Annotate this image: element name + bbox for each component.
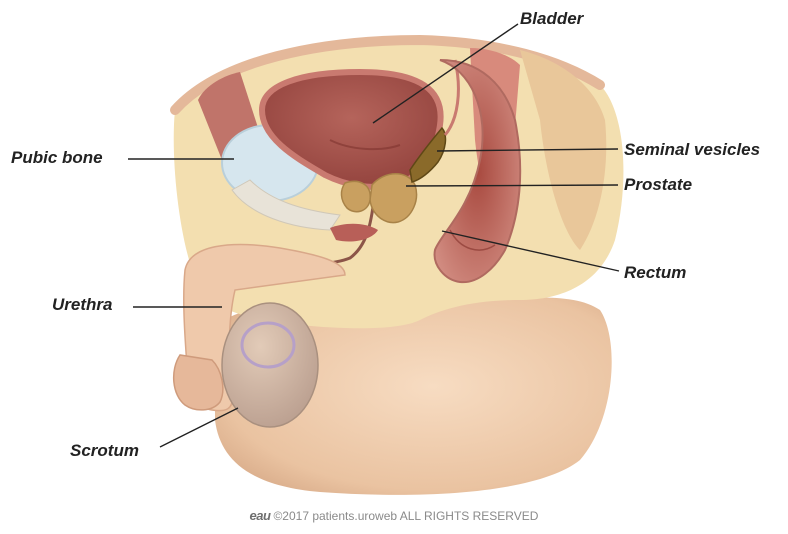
glans xyxy=(174,355,223,410)
label-pubic-bone: Pubic bone xyxy=(11,148,103,168)
copyright-text: ©2017 patients.uroweb ALL RIGHTS RESERVE… xyxy=(273,509,538,523)
label-prostate: Prostate xyxy=(624,175,692,195)
copyright-footer: eau©2017 patients.uroweb ALL RIGHTS RESE… xyxy=(0,508,788,523)
prostate-lower xyxy=(341,181,370,211)
eau-logo: eau xyxy=(250,508,271,523)
label-bladder: Bladder xyxy=(520,9,583,29)
label-urethra: Urethra xyxy=(52,295,112,315)
label-seminal-vesicles: Seminal vesicles xyxy=(624,140,760,160)
prostate xyxy=(370,174,416,223)
leader-prostate xyxy=(406,185,618,186)
label-rectum: Rectum xyxy=(624,263,686,283)
label-scrotum: Scrotum xyxy=(70,441,139,461)
